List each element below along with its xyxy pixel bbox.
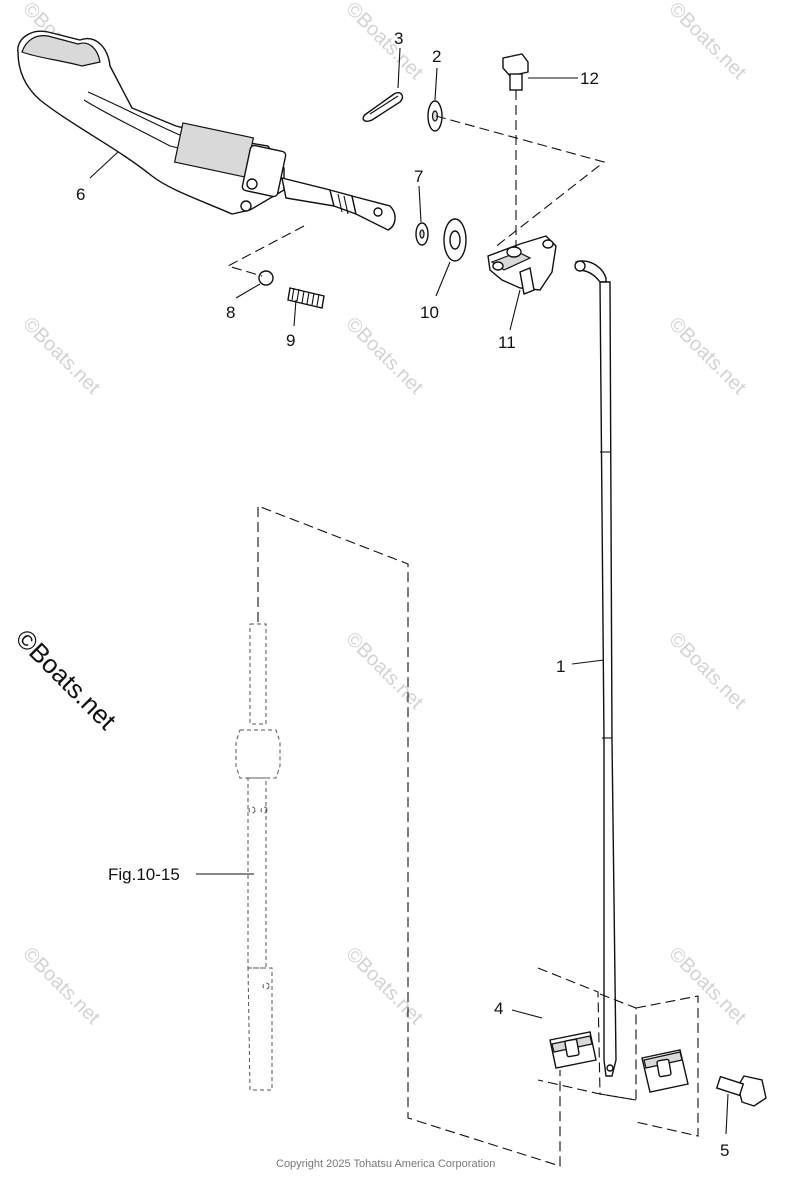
callout-label: 8 — [226, 303, 235, 322]
leader-lines — [89, 47, 729, 1135]
watermark: ©Boats.net — [341, 628, 427, 714]
watermark: ©Boats.net — [664, 943, 750, 1029]
watermark: ©Boats.net — [664, 628, 750, 714]
watermark: ©Boats.net — [664, 313, 750, 399]
callout-label: 5 — [720, 1141, 729, 1160]
ball-part — [258, 270, 274, 286]
callout-label: 9 — [286, 331, 295, 350]
bolt-part — [502, 53, 529, 91]
callout-label: 6 — [76, 185, 85, 204]
callout-label: 10 — [420, 303, 439, 322]
watermark: ©Boats.net — [664, 0, 750, 84]
reference-shaft-part — [235, 623, 281, 1091]
shift-bracket-part — [487, 235, 557, 295]
large-washer-part — [443, 218, 467, 262]
washer-part — [427, 100, 443, 132]
callout-label: 12 — [580, 69, 599, 88]
figure-reference-label: Fig.10-15 — [108, 865, 180, 884]
callout-label: 11 — [498, 333, 516, 352]
shift-lever-part — [17, 30, 396, 231]
cotter-pin-part — [362, 92, 404, 123]
copyright-text: Copyright 2025 Tohatsu America Corporati… — [276, 1158, 495, 1170]
callout-label: 4 — [494, 999, 503, 1018]
watermark: ©Boats.net — [341, 0, 427, 84]
small-washer-part — [415, 222, 429, 246]
watermark-large: ©Boats.net — [10, 623, 123, 736]
bushing-part — [641, 1049, 689, 1093]
watermark: ©Boats.net — [341, 943, 427, 1029]
assembly-lines — [226, 90, 699, 1167]
callout-labels: 3 2 12 6 7 8 9 10 11 1 4 5 — [76, 29, 729, 1160]
watermark: ©Boats.net — [341, 313, 427, 399]
shift-rod-part — [574, 260, 617, 1077]
flange-bolt-part — [715, 1075, 767, 1107]
callout-label: 1 — [556, 657, 565, 676]
callout-label: 3 — [394, 29, 403, 48]
callout-label: 7 — [414, 167, 423, 186]
bushing-part — [549, 1031, 597, 1069]
spring-part — [287, 287, 325, 309]
callout-label: 2 — [432, 47, 441, 66]
watermark: ©Boats.net — [18, 313, 104, 399]
watermark: ©Boats.net — [18, 943, 104, 1029]
